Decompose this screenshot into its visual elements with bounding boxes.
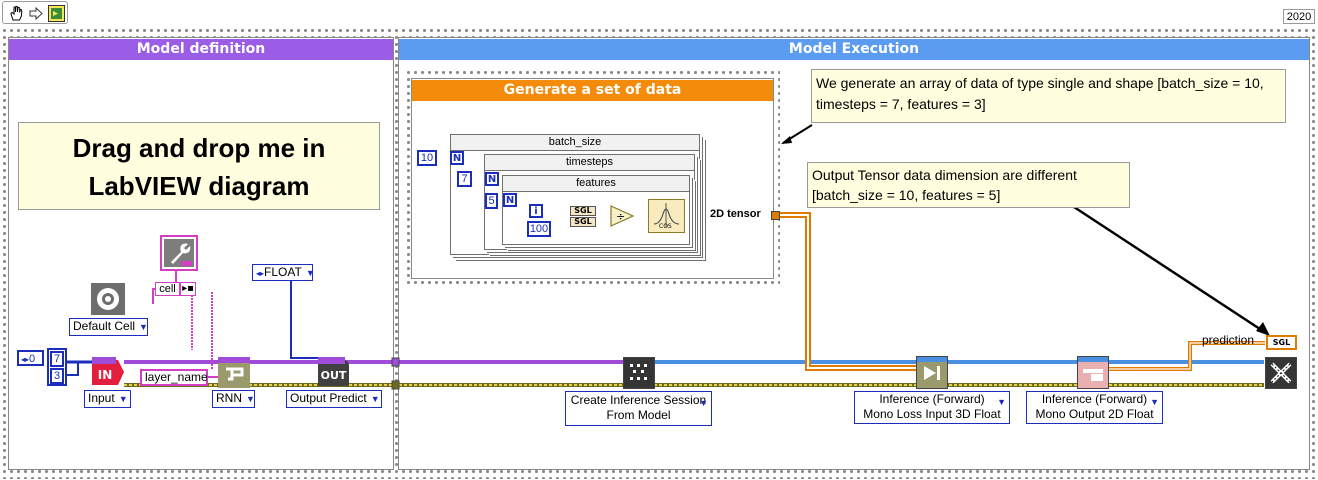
rnn-ring-label: RNN bbox=[216, 391, 242, 405]
wrench-glyph bbox=[164, 239, 194, 267]
input-layer-label: IN bbox=[97, 368, 113, 382]
inference-3d-vi[interactable] bbox=[916, 356, 948, 389]
inference-2d-line1: Inference (Forward) bbox=[1041, 392, 1148, 406]
layer-name-constant[interactable]: layer_name bbox=[140, 369, 208, 386]
to-sgl-1: SGL bbox=[570, 206, 596, 216]
prediction-indicator-type: SGL bbox=[1272, 338, 1291, 347]
generate-data-note: We generate an array of data of type sin… bbox=[811, 69, 1286, 123]
tensor-tunnel bbox=[771, 211, 780, 220]
cos-label: COS bbox=[659, 223, 672, 230]
create-session-ring[interactable]: Create Inference Session From Model ▼ bbox=[565, 391, 712, 426]
output-dimension-note: Output Tensor data dimension are differe… bbox=[807, 162, 1130, 208]
arrow-right-icon[interactable] bbox=[29, 7, 44, 20]
output-layer-label: OUT bbox=[320, 369, 347, 382]
output-layer-vi[interactable]: OUT bbox=[317, 356, 350, 389]
version-label: 2020 bbox=[1283, 9, 1315, 24]
drag-drop-note: Drag and drop me in LabVIEW diagram bbox=[18, 122, 380, 210]
shape-constant-value: 0 bbox=[29, 353, 36, 365]
model-definition-header: Model definition bbox=[9, 39, 393, 60]
float-ring[interactable]: ◂▸FLOAT▼ bbox=[252, 264, 315, 281]
model-execution-header: Model Execution bbox=[399, 39, 1309, 60]
chevron-down-icon: ▼ bbox=[118, 394, 128, 404]
chevron-down-icon: ▼ bbox=[370, 394, 380, 404]
prediction-indicator[interactable]: SGL bbox=[1266, 335, 1297, 350]
labview-icon[interactable] bbox=[48, 5, 65, 22]
create-session-line1: Create Inference Session bbox=[570, 393, 707, 407]
default-cell-ring[interactable]: Default Cell▼ bbox=[69, 318, 148, 336]
inference-2d-line2: Mono Output 2D Float bbox=[1035, 407, 1154, 421]
inference-2d-ring[interactable]: Inference (Forward) Mono Output 2D Float… bbox=[1026, 391, 1163, 424]
rnn-ring[interactable]: RNN ▼ bbox=[212, 390, 255, 408]
batch-n-terminal: N bbox=[450, 151, 464, 165]
constant-100[interactable]: 100 bbox=[527, 221, 551, 237]
drag-drop-note-text: Drag and drop me in LabVIEW diagram bbox=[72, 133, 326, 201]
inference-3d-line1: Inference (Forward) bbox=[879, 392, 985, 406]
chevron-down-icon: ▼ bbox=[305, 268, 315, 278]
cell-type-icon bbox=[90, 282, 126, 316]
for-loop-features-label: features bbox=[503, 176, 689, 192]
divide-node: ÷ bbox=[610, 205, 634, 227]
timesteps-n-terminal: N bbox=[485, 172, 499, 186]
inference-2d-vi[interactable] bbox=[1077, 356, 1109, 389]
chevron-down-icon: ▼ bbox=[246, 394, 255, 404]
svg-text:÷: ÷ bbox=[616, 210, 625, 223]
create-inference-session-vi[interactable] bbox=[623, 357, 655, 389]
features-n-terminal: N bbox=[503, 193, 517, 207]
timesteps-count-constant[interactable]: 7 bbox=[457, 171, 472, 187]
chevron-down-icon: ▼ bbox=[699, 398, 708, 408]
inference-3d-line2: Mono Loss Input 3D Float bbox=[863, 407, 1001, 421]
hand-icon[interactable] bbox=[8, 5, 25, 22]
shape-dim-0[interactable]: 7 bbox=[50, 351, 64, 367]
output-predict-ring[interactable]: Output Predict▼ bbox=[286, 390, 382, 408]
tensor-label: 2D tensor bbox=[710, 208, 761, 220]
input-layer-vi[interactable]: IN bbox=[91, 356, 125, 389]
chevron-down-icon: ▼ bbox=[997, 397, 1006, 407]
wrench-icon[interactable] bbox=[160, 235, 198, 271]
output-predict-ring-label: Output Predict bbox=[290, 391, 367, 405]
for-loop-timesteps-label: timesteps bbox=[485, 155, 694, 171]
iteration-terminal: i bbox=[529, 204, 543, 218]
output-dimension-note-text: Output Tensor data dimension are differe… bbox=[812, 167, 1077, 203]
generate-data-header: Generate a set of data bbox=[412, 80, 773, 101]
input-ring[interactable]: Input▼ bbox=[84, 390, 131, 408]
generate-data-note-text: We generate an array of data of type sin… bbox=[816, 75, 1264, 112]
chevron-down-icon: ▼ bbox=[1150, 397, 1159, 407]
features-count-constant[interactable]: 5 bbox=[485, 193, 498, 209]
create-session-line2: From Model bbox=[606, 408, 671, 422]
default-cell-ring-label: Default Cell bbox=[73, 319, 136, 333]
input-ring-label: Input bbox=[88, 391, 115, 405]
cos-node: COS bbox=[648, 199, 685, 233]
for-loop-batch-label: batch_size bbox=[451, 135, 699, 151]
cell-terminal: ▸▪ bbox=[180, 282, 196, 296]
toolbar bbox=[2, 1, 68, 24]
cell-label: cell bbox=[155, 282, 180, 296]
prediction-label: prediction bbox=[1202, 333, 1255, 347]
shape-dim-1[interactable]: 3 bbox=[50, 368, 64, 384]
release-session-vi[interactable] bbox=[1265, 357, 1297, 389]
shape-constant[interactable]: ◂▸0 bbox=[17, 350, 44, 366]
inference-3d-ring[interactable]: Inference (Forward) Mono Loss Input 3D F… bbox=[854, 391, 1010, 424]
chevron-down-icon: ▼ bbox=[139, 322, 148, 332]
float-ring-label: FLOAT bbox=[264, 265, 302, 279]
batch-count-constant[interactable]: 10 bbox=[417, 150, 437, 166]
rnn-layer-vi[interactable] bbox=[218, 357, 250, 388]
to-sgl-2: SGL bbox=[570, 217, 596, 227]
